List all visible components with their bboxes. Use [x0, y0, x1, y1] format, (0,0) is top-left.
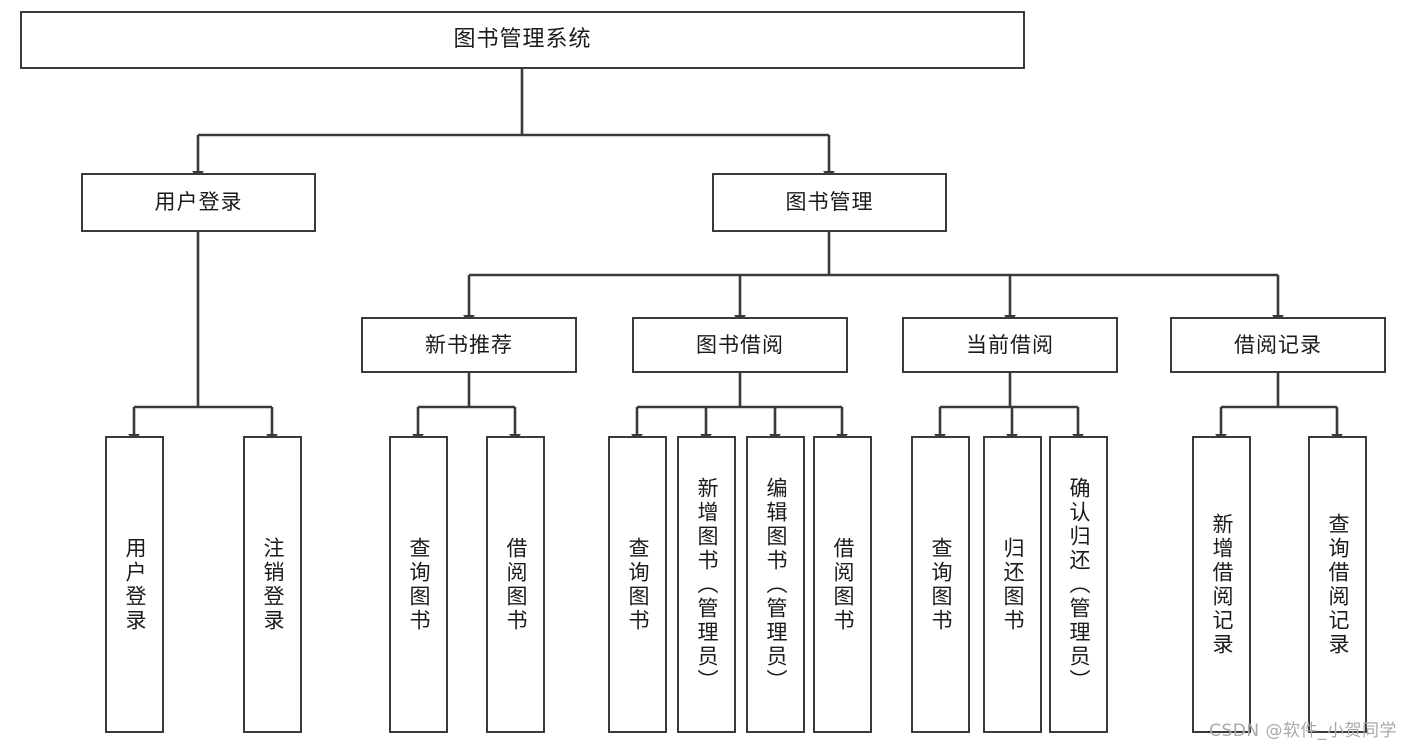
node-leaf-query-book-rec-label: 查询图书: [407, 536, 431, 633]
node-leaf-return-book[interactable]: 归还图书: [983, 436, 1042, 733]
node-new-book-recommend[interactable]: 新书推荐: [361, 317, 577, 373]
node-leaf-borrow-book-rec[interactable]: 借阅图书: [486, 436, 545, 733]
node-root[interactable]: 图书管理系统: [20, 11, 1025, 69]
node-book-borrow-label: 图书借阅: [696, 332, 784, 357]
node-leaf-confirm-return-admin[interactable]: 确认归还（管理员）: [1049, 436, 1108, 733]
node-borrow-record[interactable]: 借阅记录: [1170, 317, 1386, 373]
node-leaf-add-borrow-record-label: 新增借阅记录: [1210, 512, 1234, 657]
node-leaf-borrow-book-label: 借阅图书: [831, 536, 855, 633]
node-new-book-recommend-label: 新书推荐: [425, 332, 513, 357]
node-leaf-query-book-borrow-label: 查询图书: [626, 536, 650, 633]
node-leaf-user-logout[interactable]: 注销登录: [243, 436, 302, 733]
node-leaf-add-book-admin[interactable]: 新增图书（管理员）: [677, 436, 736, 733]
node-leaf-add-book-admin-label: 新增图书（管理员）: [695, 476, 719, 693]
node-leaf-edit-book-admin[interactable]: 编辑图书（管理员）: [746, 436, 805, 733]
node-leaf-query-book-current[interactable]: 查询图书: [911, 436, 970, 733]
node-leaf-borrow-book-rec-label: 借阅图书: [504, 536, 528, 633]
node-leaf-query-borrow-record[interactable]: 查询借阅记录: [1308, 436, 1367, 733]
node-book-borrow[interactable]: 图书借阅: [632, 317, 848, 373]
node-leaf-confirm-return-admin-label: 确认归还（管理员）: [1067, 476, 1091, 693]
node-user-login[interactable]: 用户登录: [81, 173, 316, 232]
node-leaf-edit-book-admin-label: 编辑图书（管理员）: [764, 476, 788, 693]
node-leaf-add-borrow-record[interactable]: 新增借阅记录: [1192, 436, 1251, 733]
watermark-text: CSDN @软件_小贺同学: [1209, 721, 1397, 741]
node-current-borrow[interactable]: 当前借阅: [902, 317, 1118, 373]
node-leaf-return-book-label: 归还图书: [1001, 536, 1025, 633]
node-leaf-user-logout-label: 注销登录: [261, 536, 285, 633]
node-leaf-user-login-label: 用户登录: [123, 536, 147, 633]
node-leaf-query-book-current-label: 查询图书: [929, 536, 953, 633]
node-leaf-borrow-book[interactable]: 借阅图书: [813, 436, 872, 733]
node-leaf-query-book-rec[interactable]: 查询图书: [389, 436, 448, 733]
node-leaf-query-book-borrow[interactable]: 查询图书: [608, 436, 667, 733]
node-leaf-query-borrow-record-label: 查询借阅记录: [1326, 512, 1350, 657]
node-book-manage[interactable]: 图书管理: [712, 173, 947, 232]
node-current-borrow-label: 当前借阅: [966, 332, 1054, 357]
node-borrow-record-label: 借阅记录: [1234, 332, 1322, 357]
node-user-login-label: 用户登录: [154, 190, 243, 215]
node-book-manage-label: 图书管理: [785, 190, 874, 215]
node-leaf-user-login[interactable]: 用户登录: [105, 436, 164, 733]
node-root-label: 图书管理系统: [453, 27, 592, 53]
